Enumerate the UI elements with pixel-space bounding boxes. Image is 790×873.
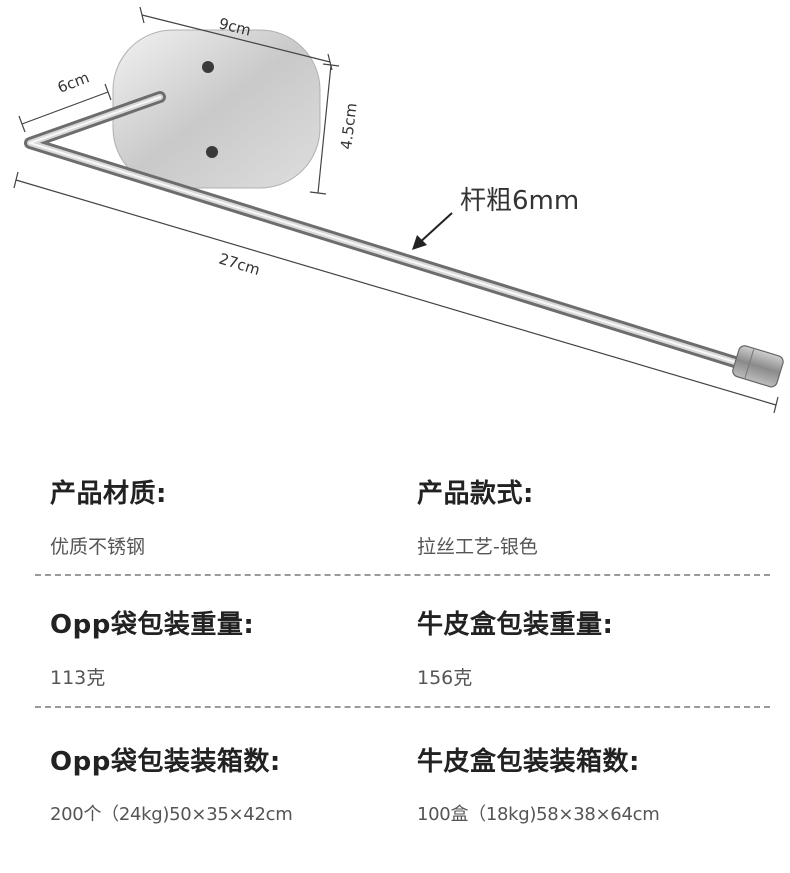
section-divider-2 — [35, 706, 770, 708]
spec-style: 产品款式: 拉丝工艺-银色 — [417, 473, 538, 559]
spec-material: 产品材质: 优质不锈钢 — [50, 473, 167, 559]
arm-depth-label: 6cm — [55, 68, 92, 96]
spec-opp-carton-value: 200个（24kg)50×35×42cm — [50, 804, 293, 825]
spec-kraft-carton-value: 100盒（18kg)58×38×64cm — [417, 804, 660, 825]
length-dimension-line — [13, 171, 779, 414]
towel-rod — [24, 91, 744, 369]
spec-style-value: 拉丝工艺-银色 — [417, 536, 538, 558]
spec-kraft-carton-label: 牛皮盒包装装箱数: — [417, 747, 640, 777]
spec-material-value: 优质不锈钢 — [50, 536, 146, 558]
rod-end-cap — [732, 345, 784, 388]
height-dimension-line — [309, 63, 340, 195]
spec-kraft-weight-value: 156克 — [417, 667, 473, 689]
product-dimension-diagram: 9cm 4.5cm 6cm 27cm 杆粗6mm — [13, 6, 784, 414]
depth-dimension-line — [18, 83, 112, 133]
spec-opp-carton-label: Opp袋包装装箱数: — [50, 747, 281, 777]
screw-hole-top — [202, 61, 214, 73]
spec-kraft-weight-label: 牛皮盒包装重量: — [417, 610, 614, 640]
spec-kraft-carton: 牛皮盒包装装箱数: 100盒（18kg)58×38×64cm — [417, 741, 660, 826]
section-divider-1 — [35, 574, 770, 576]
spec-opp-weight: Opp袋包装重量: 113克 — [50, 604, 254, 690]
bar-length-label: 27cm — [217, 250, 262, 279]
rod-thickness-label: 杆粗6mm — [460, 186, 579, 216]
spec-opp-weight-label: Opp袋包装重量: — [50, 610, 255, 640]
spec-style-label: 产品款式: — [417, 479, 534, 509]
plate-height-label: 4.5cm — [337, 102, 361, 151]
mounting-plate — [112, 29, 321, 189]
spec-opp-carton: Opp袋包装装箱数: 200个（24kg)50×35×42cm — [50, 741, 293, 826]
spec-opp-weight-value: 113克 — [50, 667, 106, 689]
spec-kraft-weight: 牛皮盒包装重量: 156克 — [417, 604, 613, 690]
screw-hole-bottom — [206, 146, 218, 158]
rod-thickness-callout: 杆粗6mm — [412, 186, 579, 250]
callout-arrow-icon — [412, 235, 427, 250]
spec-material-label: 产品材质: — [50, 479, 167, 509]
